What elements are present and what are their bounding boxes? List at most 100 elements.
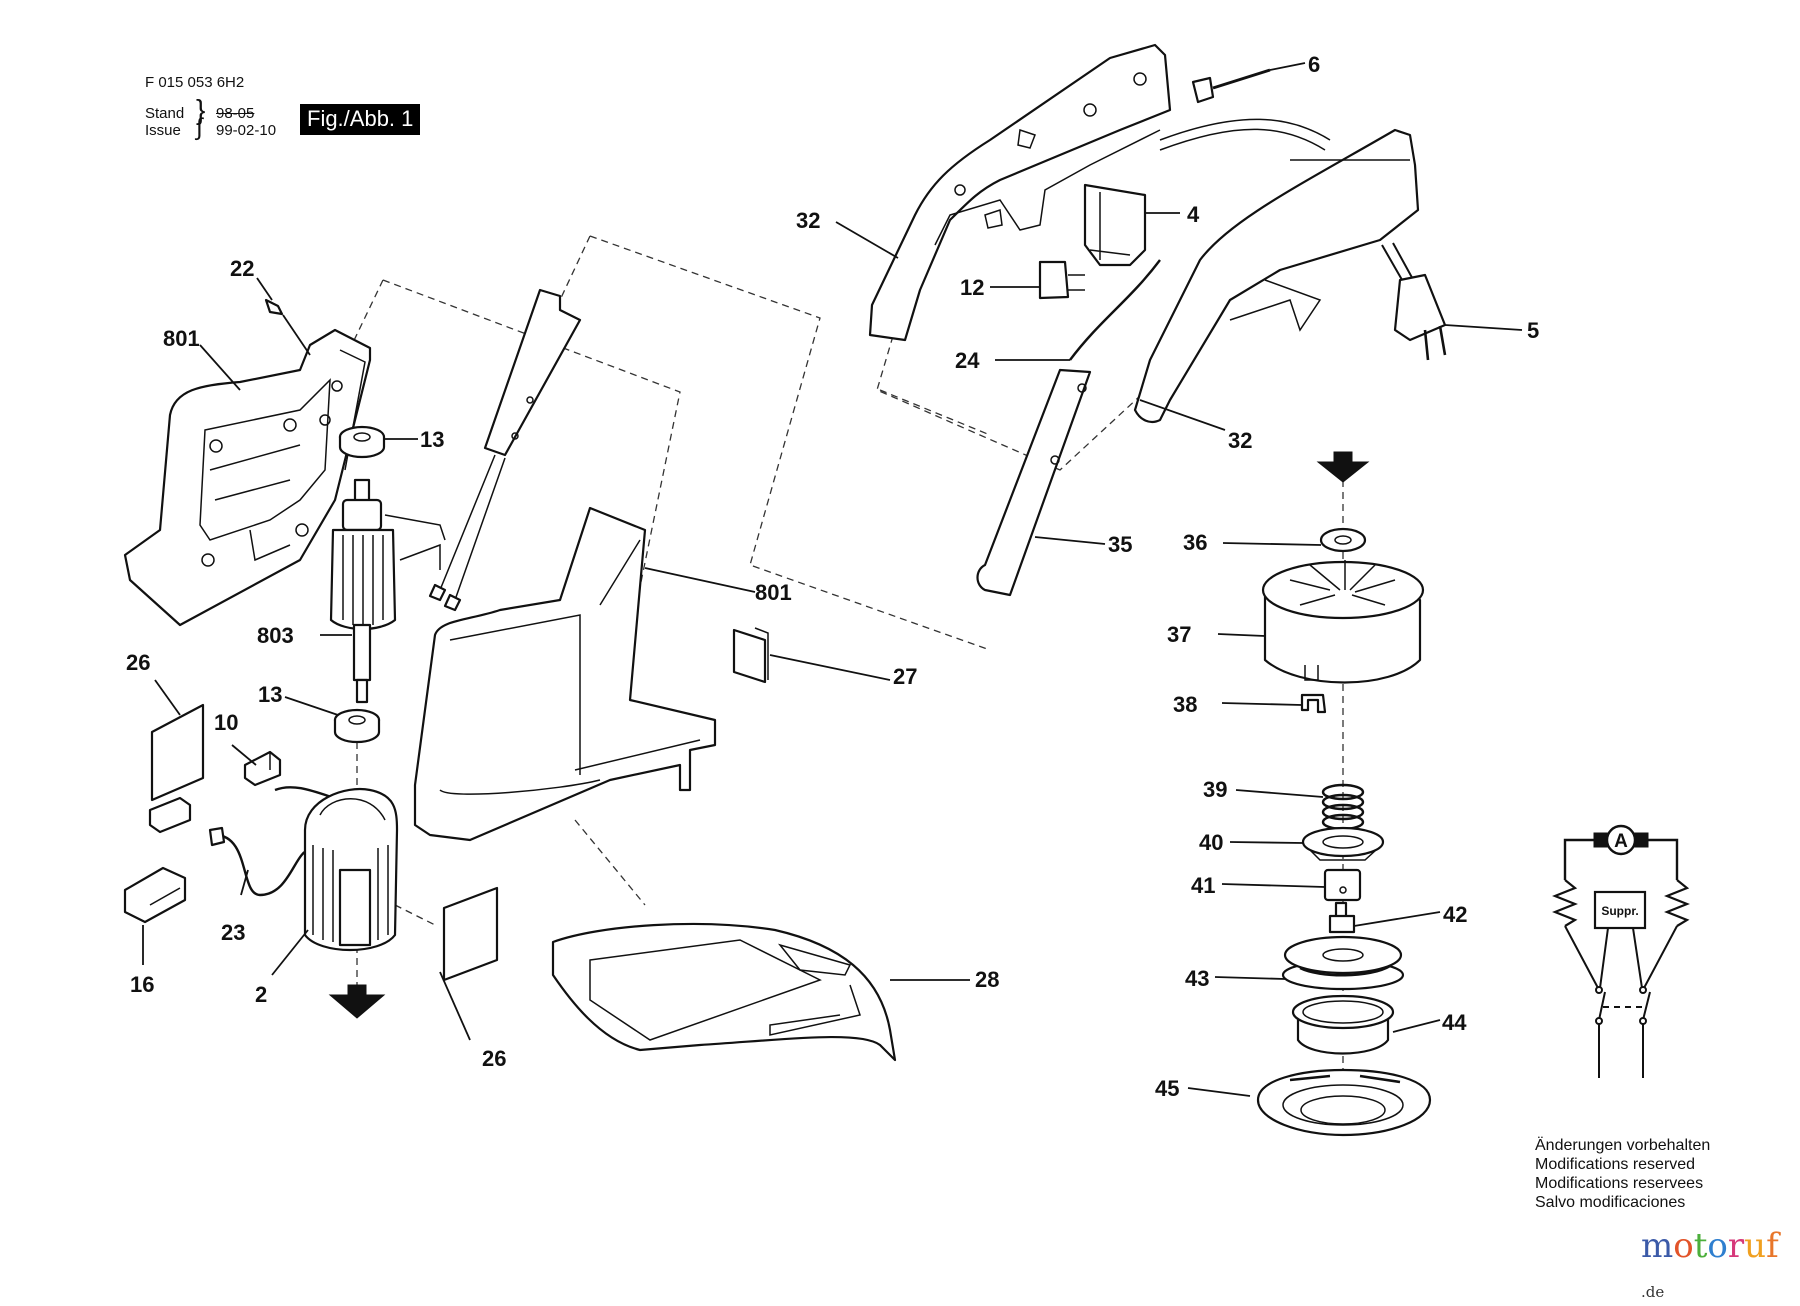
figure-label: Fig./Abb. 1 (300, 104, 421, 135)
suppressor-box (1593, 890, 1647, 930)
part-cable-curve (1159, 118, 1331, 151)
logo-letter: t (1693, 1226, 1708, 1266)
part-42-nut (1328, 901, 1356, 934)
arrow-down-icon-motor (328, 984, 386, 1019)
note-french: Modifications reservees (1535, 1175, 1704, 1192)
part-43-spool (1281, 935, 1405, 991)
part-26-plate-left (150, 703, 205, 802)
modification-notes: Änderungen vorbehalten Modifications res… (1535, 1136, 1710, 1212)
part-24-cable (1069, 259, 1161, 361)
note-german: Änderungen vorbehalten (1535, 1137, 1711, 1154)
arrow-down-icon-spool (1316, 451, 1370, 483)
part-26-plate-right (442, 886, 499, 982)
label-13-upper: 13 (420, 427, 444, 452)
part-803-armature (329, 478, 446, 704)
part-22-screw (264, 298, 284, 316)
wiring-schematic: A Suppr. (1552, 824, 1690, 1078)
part-capacitor-with-leads (428, 288, 582, 612)
logo-letter: u (1744, 1226, 1767, 1266)
part-36-washer (1319, 527, 1367, 553)
part-10-brush-holder (243, 750, 282, 787)
part-13-bearing-lower (333, 708, 381, 744)
label-801-right: 801 (755, 580, 792, 605)
brace-top: } (196, 94, 206, 125)
part-35-tube (976, 368, 1092, 597)
part-41-coupler (1323, 868, 1362, 902)
label-4: 4 (1187, 202, 1200, 227)
logo-tld: .de (1641, 1283, 1665, 1301)
label-803: 803 (257, 623, 294, 648)
label-41: 41 (1191, 873, 1215, 898)
brace-bottom: ∫ (196, 114, 203, 141)
label-32-right: 32 (1228, 428, 1252, 453)
label-32-left: 32 (796, 208, 820, 233)
part-40-plate (1301, 826, 1385, 861)
logo-letter: o (1707, 1226, 1728, 1266)
label-26-right: 26 (482, 1046, 506, 1071)
label-39: 39 (1203, 777, 1227, 802)
part-32-handle-shell-left (868, 43, 1172, 342)
note-english: Modifications reserved (1535, 1156, 1696, 1173)
switch-contacts (1598, 991, 1651, 1021)
guide-line-mid-top (559, 235, 591, 301)
stand-label: Stand (145, 105, 185, 122)
part-801-motor-housing-left (123, 328, 372, 627)
part-801-housing-right (413, 506, 717, 842)
guide-line-rear (382, 279, 681, 583)
logo-letter: f (1766, 1226, 1779, 1266)
part-brush-holder-small (148, 796, 192, 834)
part-6-strain-relief (1191, 68, 1271, 104)
part-32-handle-shell-right (1133, 128, 1420, 424)
label-43: 43 (1185, 966, 1209, 991)
label-24: 24 (955, 348, 980, 373)
part-16-clip (123, 866, 187, 924)
label-35: 35 (1108, 532, 1132, 557)
leader-lines (142, 62, 1523, 1097)
label-12: 12 (960, 275, 984, 300)
part-5-power-plug (1381, 242, 1447, 361)
label-38: 38 (1173, 692, 1197, 717)
label-37: 37 (1167, 622, 1191, 647)
part-12-capacitor (1038, 260, 1085, 300)
guide-line-handle (876, 335, 1141, 471)
label-36: 36 (1183, 530, 1207, 555)
motor-symbol-circle (1605, 824, 1637, 856)
resistor-right (1664, 879, 1690, 927)
part-28-guard (551, 922, 897, 1062)
part-2-stator (303, 787, 399, 951)
part-45-base-cover (1256, 1068, 1432, 1137)
label-22: 22 (230, 256, 254, 281)
label-6: 6 (1308, 52, 1320, 77)
label-27: 27 (893, 664, 917, 689)
part-13-bearing-upper (338, 425, 386, 459)
guide-line-handle-2 (879, 389, 991, 436)
part-number-labels: 22 801 13 803 26 13 10 23 16 2 26 801 27… (126, 52, 1539, 1101)
label-5: 5 (1527, 318, 1539, 343)
exploded-parts-diagram: 22 801 13 803 26 13 10 23 16 2 26 801 27… (123, 43, 1690, 1137)
issue-date: 99-02-10 (216, 122, 277, 139)
label-45: 45 (1155, 1076, 1179, 1101)
note-spanish: Salvo modificaciones (1535, 1194, 1686, 1211)
label-2: 2 (255, 982, 267, 1007)
part-27-clip (732, 627, 769, 684)
label-13-lower: 13 (258, 682, 282, 707)
part-4-switch (1083, 183, 1147, 267)
label-44: 44 (1442, 1010, 1467, 1035)
suppressor-label: Suppr. (1601, 904, 1638, 918)
logo-letter: o (1673, 1226, 1694, 1266)
label-40: 40 (1199, 830, 1223, 855)
label-26-left: 26 (126, 650, 150, 675)
document-number: F 015 053 6H2 (145, 74, 245, 91)
logo-letter: m (1641, 1226, 1674, 1266)
part-37-fan (1261, 560, 1425, 684)
guide-line-left (346, 279, 384, 356)
guide-line-stator (394, 904, 436, 926)
label-16: 16 (130, 972, 154, 997)
resistor-left (1552, 879, 1578, 927)
label-28: 28 (975, 967, 999, 992)
label-801-left: 801 (163, 326, 200, 351)
part-23-wire (208, 786, 381, 897)
part-38-clip (1300, 693, 1327, 714)
watermark-logo: motoruf.de (1641, 1226, 1800, 1306)
label-42: 42 (1443, 902, 1467, 927)
